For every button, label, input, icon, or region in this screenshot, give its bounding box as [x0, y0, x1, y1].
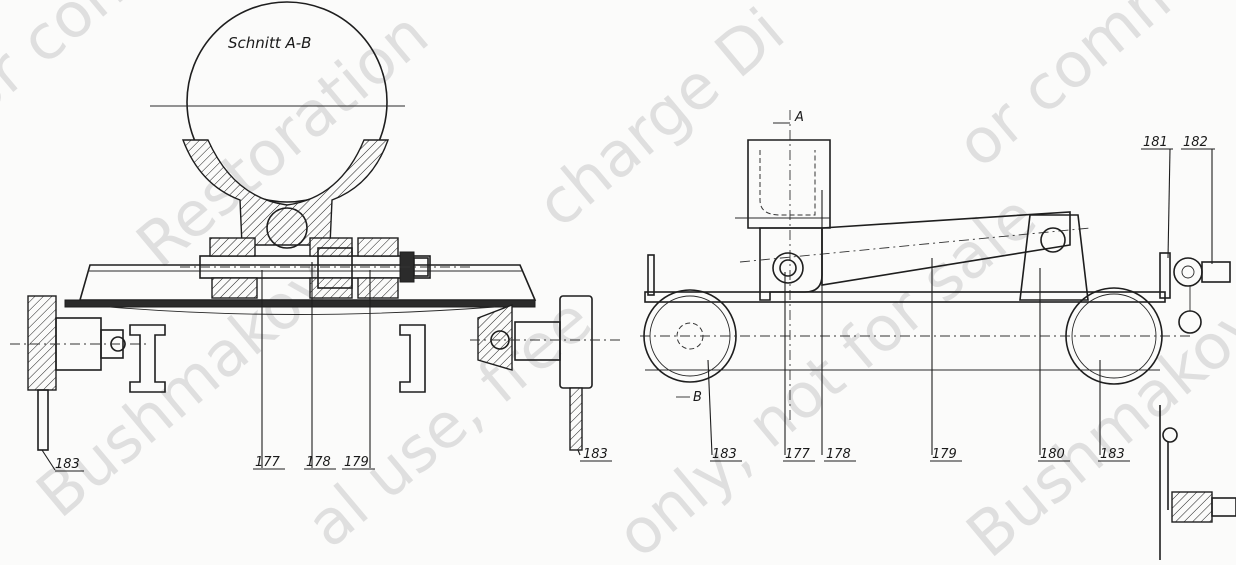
leader-183-left	[41, 449, 56, 471]
bearing-block-left	[209, 237, 256, 257]
part-label-177-left: 177	[255, 455, 281, 470]
rear-bracket-pin	[1040, 227, 1066, 253]
section-title: Schnitt A-B	[228, 34, 311, 52]
rear-wheel-tread	[1071, 293, 1157, 379]
bearing-block-mid	[309, 237, 353, 257]
bearing-block-low-right	[357, 277, 399, 299]
left-axle-end	[100, 329, 124, 359]
leader-181	[1167, 148, 1171, 259]
watermark-text: Bushmakov	[23, 244, 346, 531]
right-hub-cone	[477, 303, 513, 371]
saddle-bracket	[759, 227, 823, 301]
part-label-177-right: 177	[785, 447, 811, 462]
boiler-section-circle	[186, 1, 388, 203]
coupling-body	[1173, 257, 1203, 287]
leader-183-right	[577, 449, 581, 456]
frame-bottom-beam	[64, 299, 536, 308]
bearing-block-low-left	[211, 277, 258, 299]
part-label-182: 182	[1183, 135, 1208, 150]
detail-top-eye	[1162, 427, 1178, 443]
right-view-labels: 181 182 183 177 178 179 180 183	[707, 135, 1215, 462]
part-label-181: 181	[1143, 135, 1168, 150]
part-label-179-right: 179	[932, 447, 957, 462]
saddle-bore	[266, 207, 308, 249]
saddle-pivot-outer	[772, 252, 804, 284]
left-hanger	[37, 389, 49, 451]
watermark-text: or comm	[943, 0, 1201, 181]
part-label-178-left: 178	[306, 455, 331, 470]
boom-centerline	[739, 227, 1091, 263]
right-side-view: A B	[640, 110, 1236, 560]
part-label-183-left: 183	[55, 457, 80, 472]
base-frame	[644, 291, 1166, 303]
part-label-180: 180	[1040, 447, 1065, 462]
watermark-text: Bushmakov	[953, 284, 1236, 565]
coupling-rod	[1201, 261, 1231, 283]
watermark-text: or comm	[0, 0, 201, 131]
boiler-saddle	[181, 139, 389, 246]
part-label-183-mid: 183	[583, 447, 608, 462]
front-wheel-hub-hidden	[676, 322, 704, 350]
detail-block	[1171, 491, 1213, 523]
part-label-183-rear: 183	[1100, 447, 1125, 462]
saddle-pivot-inner	[779, 259, 797, 277]
rear-wheel-rim	[1065, 287, 1163, 385]
coupling-bore	[1181, 265, 1195, 279]
coupling-plate	[1159, 252, 1171, 299]
front-post	[647, 254, 655, 296]
leader-183-front	[707, 359, 713, 456]
part-label-183-front: 183	[712, 447, 737, 462]
detail-rod	[1211, 497, 1236, 517]
bearing-block-right	[357, 237, 399, 257]
left-bracket	[129, 324, 166, 393]
watermark-text: charge Di	[523, 0, 798, 241]
left-section-view: Schnitt A-B	[10, 1, 620, 451]
left-wheel-disc	[27, 295, 57, 391]
section-marker-b: B	[693, 390, 702, 405]
pin-collar	[317, 247, 353, 289]
right-bracket	[399, 324, 426, 393]
left-view-labels: 183 177 178 179 183	[41, 262, 612, 472]
right-hanger	[569, 387, 583, 451]
watermark-text: al use, free	[293, 283, 605, 562]
part-label-179-left: 179	[344, 455, 369, 470]
boiler-hidden-contour	[759, 150, 816, 216]
front-wheel-rim	[643, 289, 737, 383]
frame-lower-curve	[109, 306, 496, 315]
part-label-178-right: 178	[826, 447, 851, 462]
front-wheel-tread	[649, 295, 731, 377]
rear-bracket	[1019, 214, 1089, 301]
section-marker-a: A	[794, 110, 804, 125]
